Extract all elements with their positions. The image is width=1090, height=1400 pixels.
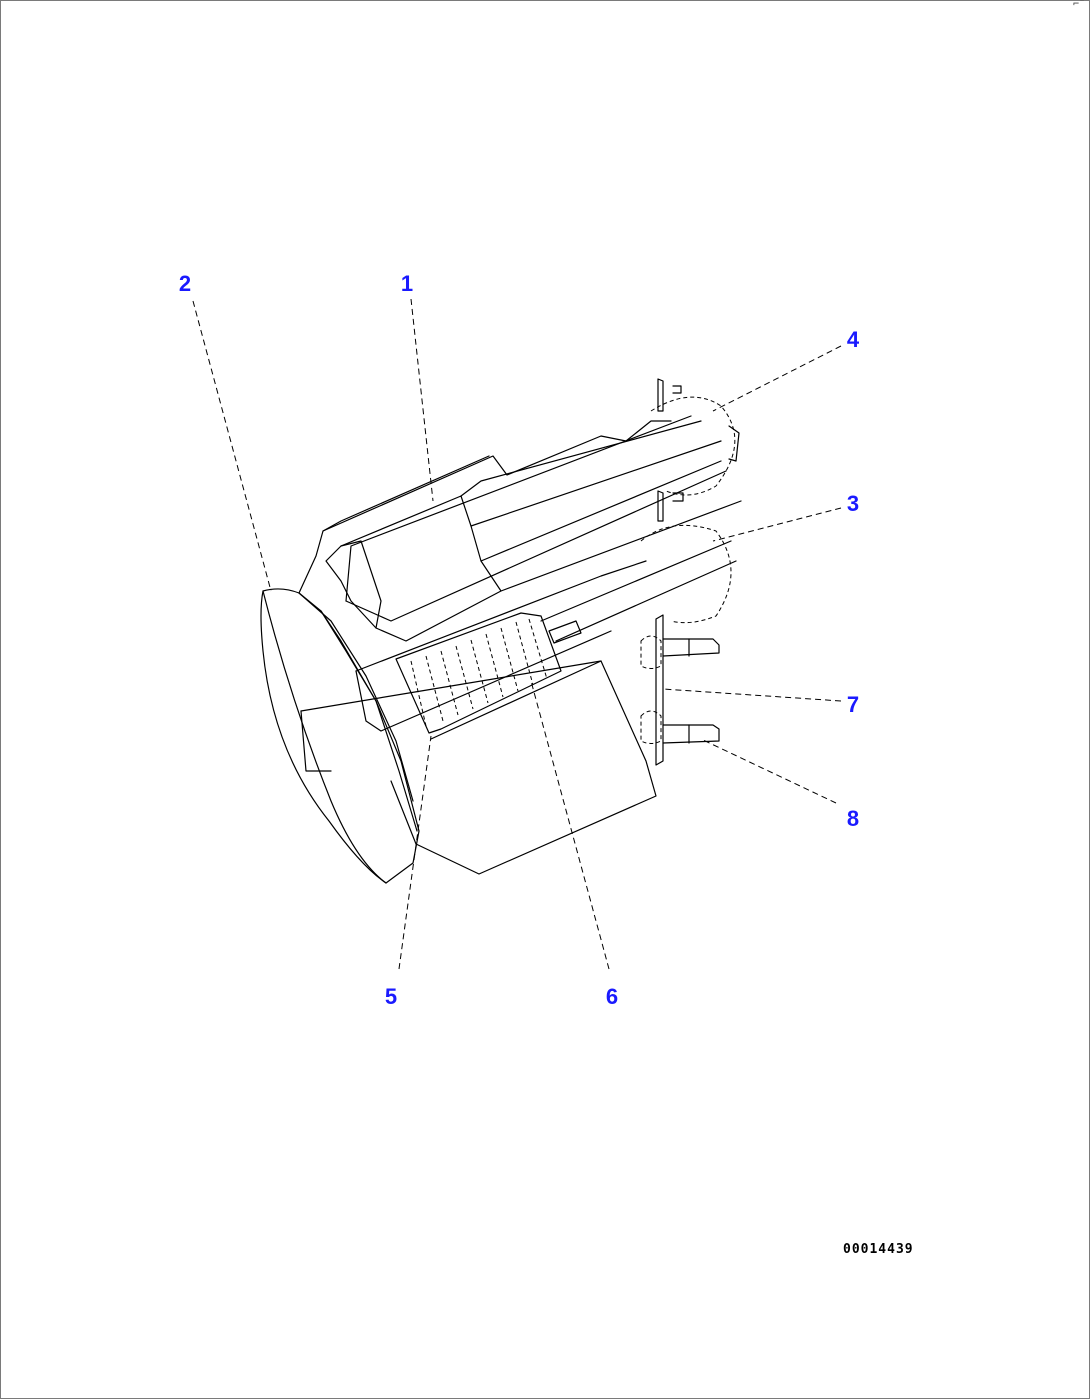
callout-1: 1 [400, 271, 414, 296]
corner-mark: ⌐¨ [1072, 0, 1085, 10]
callout-2: 2 [178, 271, 192, 296]
body-lower [300, 660, 657, 875]
tube-assembly [345, 415, 737, 732]
spring-coil [395, 612, 582, 734]
port-outlines [640, 396, 736, 744]
callout-8: 8 [846, 806, 860, 831]
callout-7: 7 [846, 692, 860, 717]
upper-housing [298, 420, 742, 642]
callout-5: 5 [384, 984, 398, 1009]
leader-lines [192, 298, 842, 970]
callout-4: 4 [846, 327, 860, 352]
shell-part [260, 588, 420, 884]
drawing-id: 00014439 [843, 1242, 914, 1257]
clips [657, 378, 740, 522]
callout-6: 6 [605, 984, 619, 1009]
mount-plate [655, 614, 720, 766]
callout-3: 3 [846, 491, 860, 516]
